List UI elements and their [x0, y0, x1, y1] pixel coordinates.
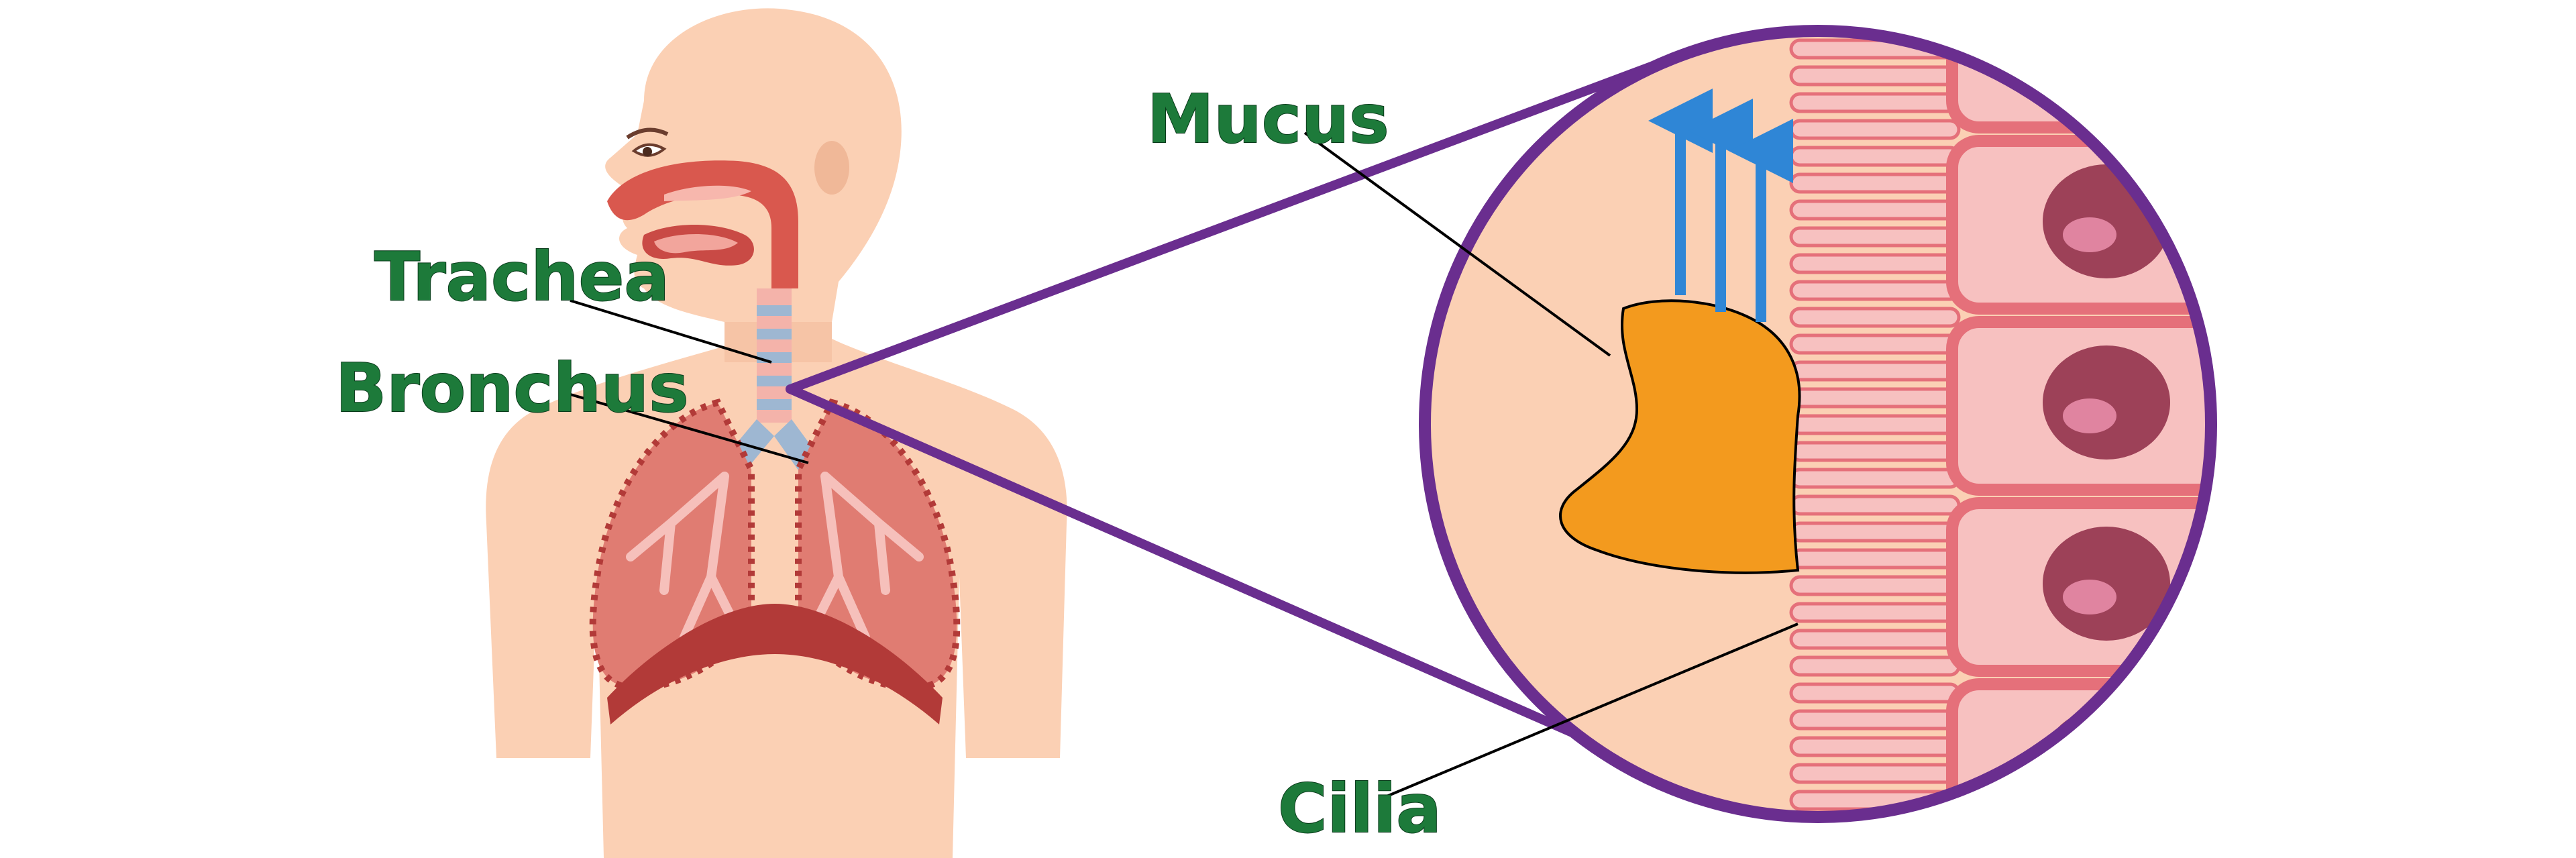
epithelial-cell — [1946, 31, 2211, 133]
nucleolus — [2063, 398, 2116, 433]
cilium — [1789, 307, 1961, 328]
nucleolus — [2063, 36, 2116, 71]
cilium — [1789, 494, 1961, 516]
nucleolus — [2063, 580, 2116, 614]
cell-nucleus — [2043, 31, 2170, 97]
cilium — [1789, 253, 1961, 274]
cilium — [1789, 629, 1961, 650]
torso — [486, 322, 1067, 858]
human-figure — [486, 8, 1067, 858]
cilium — [1789, 146, 1961, 167]
cilium — [1789, 92, 1961, 113]
bronchus-leader — [563, 391, 809, 464]
cilium — [1789, 575, 1961, 596]
airflow-arrows — [1648, 89, 1793, 322]
diaphragm — [607, 604, 943, 725]
cilium — [1789, 468, 1961, 489]
trachea-leader — [570, 299, 772, 364]
cilium — [1789, 360, 1961, 382]
cilium — [1789, 602, 1961, 623]
mucus-leader — [1303, 131, 1611, 357]
nasal-turbinate — [664, 185, 751, 201]
cilium — [1789, 387, 1961, 409]
cilium — [1789, 65, 1961, 87]
cilium — [1789, 521, 1961, 543]
cilium — [1789, 172, 1961, 194]
bronchus-label: Bronchus — [335, 349, 689, 427]
cilium — [1789, 226, 1961, 248]
cilium — [1789, 709, 1961, 731]
cilium — [1789, 441, 1961, 462]
left-lung — [589, 398, 755, 692]
nucleolus — [2063, 761, 2116, 796]
nucleolus — [2063, 217, 2116, 252]
cilium — [1789, 655, 1961, 677]
cilium — [1789, 280, 1961, 301]
eye — [626, 127, 669, 157]
zoom-circle-outline — [1419, 25, 2217, 823]
ear — [814, 141, 849, 195]
epithelial-cells — [1946, 31, 2211, 817]
cilium — [1789, 763, 1961, 784]
cilium — [1789, 199, 1961, 221]
cilia-leader — [1381, 623, 1799, 800]
zoom-callout — [786, 57, 1668, 763]
cilia-layer — [1789, 38, 1961, 811]
mucus-label: Mucus — [1147, 80, 1389, 158]
mucus-blob — [1559, 299, 1801, 574]
cilium — [1789, 548, 1961, 570]
right-lung — [795, 398, 961, 692]
cilium — [1789, 682, 1961, 704]
cilium — [1789, 414, 1961, 435]
trachea — [757, 288, 792, 423]
nasal-cavity — [607, 160, 798, 288]
trachea-label: Trachea — [374, 237, 669, 316]
cilium — [1789, 333, 1961, 355]
leader-lines — [563, 131, 1799, 800]
cilium — [1789, 119, 1961, 140]
cilium — [1789, 736, 1961, 757]
cilia-label: Cilia — [1278, 769, 1442, 848]
tongue — [654, 233, 738, 254]
